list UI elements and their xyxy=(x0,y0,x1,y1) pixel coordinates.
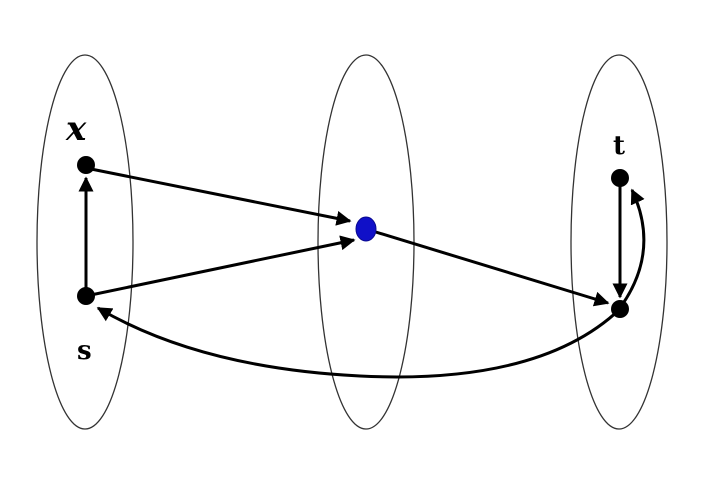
edge-bottom-right-to-s xyxy=(96,306,622,379)
label-s: s xyxy=(77,336,92,366)
node-x xyxy=(77,156,95,174)
node-s xyxy=(77,287,95,305)
left-group-ellipse xyxy=(36,54,134,430)
node-bottom-right xyxy=(611,300,629,318)
right-group-ellipse xyxy=(570,54,668,430)
edge-x-to-center xyxy=(85,166,352,226)
edge-center-to-bottom-right xyxy=(365,227,610,307)
node-t xyxy=(611,169,629,187)
node-center xyxy=(355,216,377,242)
edge-s-to-center xyxy=(85,235,356,298)
middle-group-ellipse xyxy=(317,54,415,430)
label-t: t xyxy=(613,131,625,161)
label-x: x xyxy=(65,109,87,149)
edge-bottom-right-to-t xyxy=(620,188,646,306)
